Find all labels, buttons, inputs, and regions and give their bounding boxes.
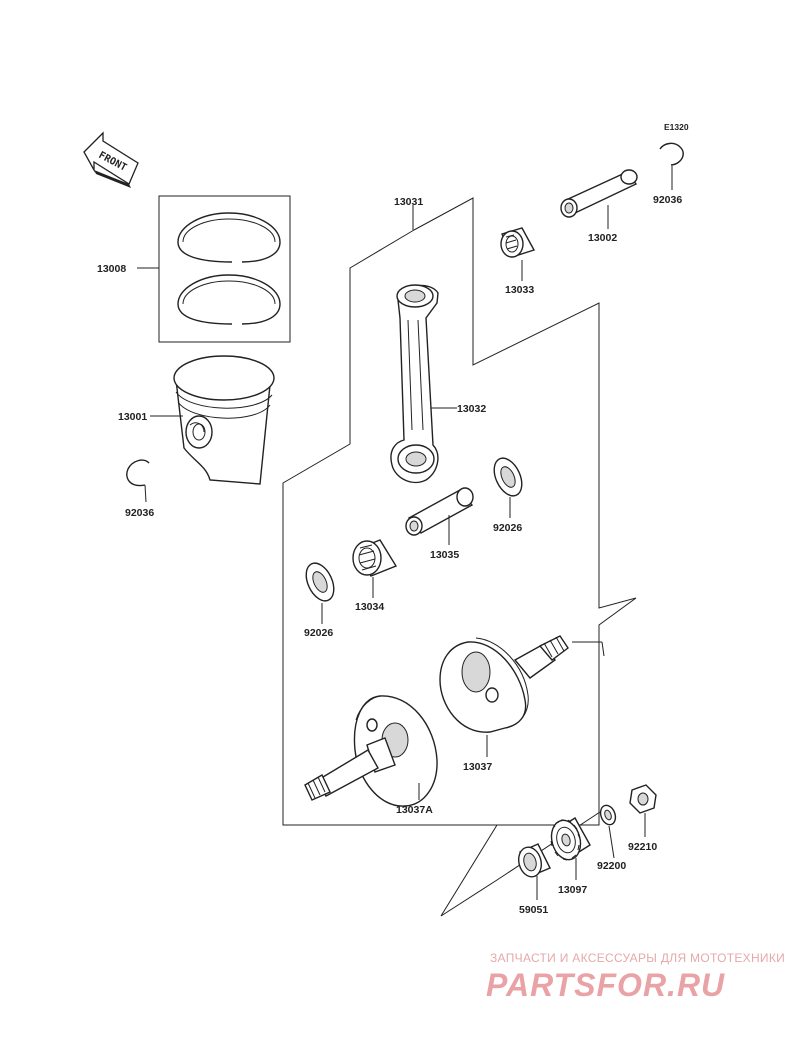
connecting-rod-13032 — [390, 284, 439, 484]
circlip-92036-left — [126, 459, 150, 503]
leader-92200 — [608, 825, 615, 859]
part-number-92210: 92210 — [628, 841, 657, 853]
part-number-13033: 13033 — [505, 284, 534, 296]
piston-13001 — [173, 355, 275, 485]
diagram-code: E1320 — [664, 122, 689, 132]
crankshaft-half-13037 — [439, 635, 605, 733]
washer-92200 — [599, 804, 617, 826]
part-number-13034: 13034 — [355, 601, 384, 613]
part-number-92026-left: 92026 — [304, 627, 333, 639]
front-arrow-icon: FRONT — [83, 131, 139, 188]
part-number-13031: 13031 — [394, 196, 423, 208]
part-number-13008: 13008 — [97, 263, 126, 275]
part-number-13037A: 13037A — [396, 804, 433, 816]
part-number-13032: 13032 — [457, 403, 486, 415]
thrust-washer-92026-left — [305, 562, 335, 602]
part-number-92036-right: 92036 — [653, 194, 682, 206]
part-number-13037: 13037 — [463, 761, 492, 773]
needle-bearing-13034 — [352, 539, 398, 577]
thrust-washer-92026-right — [493, 457, 523, 497]
nut-92210 — [629, 784, 657, 814]
crank-pin-13035 — [405, 487, 474, 536]
crankshaft-half-13037A — [304, 695, 438, 807]
part-number-92200: 92200 — [597, 860, 626, 872]
piston-rings-13008 — [158, 195, 291, 343]
piston-pin-13002 — [560, 169, 638, 218]
circlip-92036-right — [659, 142, 684, 190]
part-number-13097: 13097 — [558, 884, 587, 896]
watermark-logo: PARTSFOR.RU — [486, 967, 725, 1003]
needle-bearing-13033 — [500, 227, 536, 258]
part-number-13035: 13035 — [430, 549, 459, 561]
gear-13097 — [550, 817, 591, 861]
part-number-13002: 13002 — [588, 232, 617, 244]
assembly-outline-upper — [413, 197, 637, 917]
needle-bearing-59051 — [517, 843, 551, 878]
watermark-tagline: ЗАПЧАСТИ И АКСЕССУАРЫ ДЛЯ МОТОТЕХНИКИ — [490, 951, 785, 965]
assembly-outline-lower — [282, 229, 497, 826]
part-number-13001: 13001 — [118, 411, 147, 423]
part-number-59051: 59051 — [519, 904, 548, 916]
part-number-92026-right: 92026 — [493, 522, 522, 534]
part-number-92036-left: 92036 — [125, 507, 154, 519]
